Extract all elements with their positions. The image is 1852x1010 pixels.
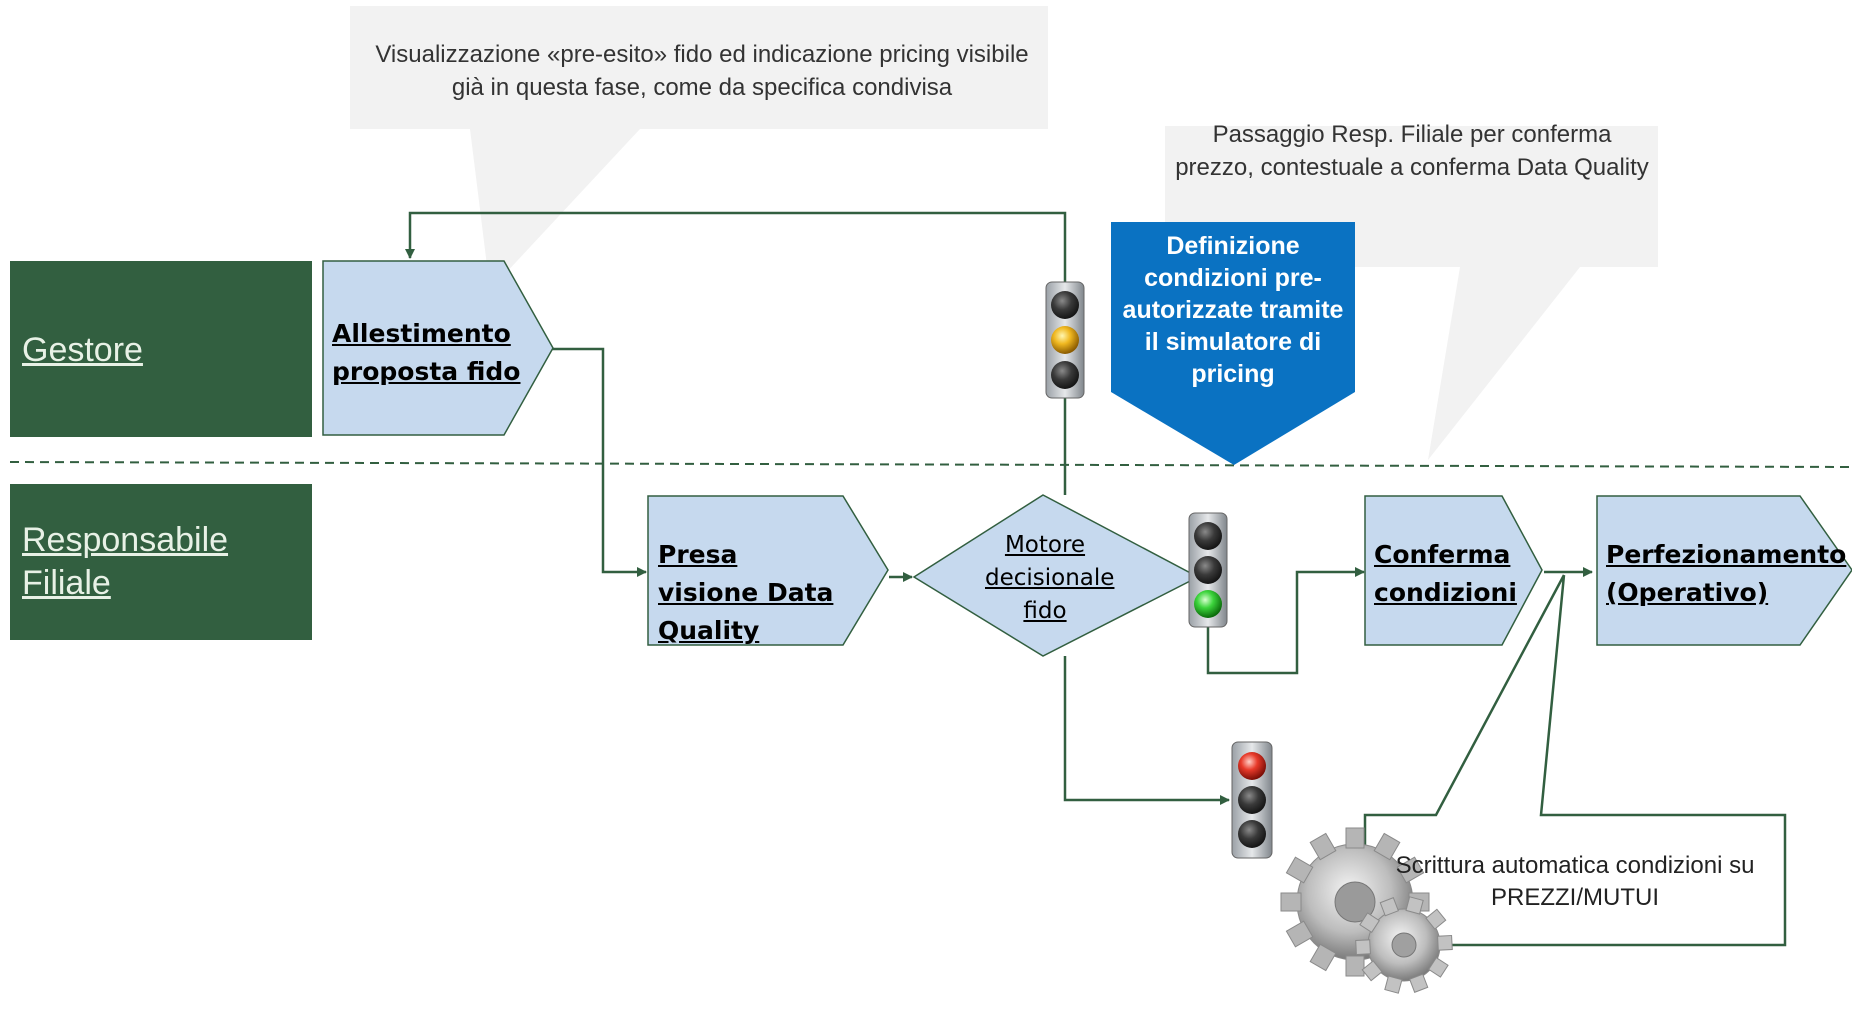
connector-motore-red [1063, 656, 1230, 805]
callout-pre-esito-bg [350, 6, 1048, 290]
step-allestimento: Allestimento proposta fido [332, 319, 521, 386]
shape-allestimento [322, 260, 554, 436]
shape-perfezionamento [1596, 495, 1852, 646]
note-pointer [1363, 574, 1787, 947]
note-scrittura: Scrittura automatica condizioni su PREZZ… [1395, 852, 1755, 911]
step-perfezionamento: Perfezionamento (Operativo) [1606, 540, 1847, 607]
gears-icon [1280, 827, 1453, 994]
callout-definizione-bg [1111, 222, 1355, 465]
callout-passaggio: Passaggio Resp. Filiale per conferma pre… [1175, 121, 1649, 181]
connector-allestimento-presa [552, 347, 647, 577]
traffic-light-bottom-icon [1231, 741, 1273, 859]
step-conferma: Conferma condizioni [1374, 540, 1517, 607]
callout-passaggio-bg [1165, 126, 1658, 460]
lane-separator [9, 461, 1852, 468]
lane-gestore: Gestore [10, 261, 312, 437]
traffic-light-right-icon [1188, 512, 1228, 628]
traffic-light-top-icon [1045, 281, 1085, 399]
shape-motore [912, 494, 1200, 657]
callout-pre-esito: Visualizzazione «pre-esito» fido ed indi… [375, 41, 1029, 101]
step-presa-visione: Presa visione Data Quality [658, 540, 834, 645]
lane-label-gestore: Gestore [22, 331, 143, 369]
connector-green-conferma [1206, 567, 1365, 675]
shape-presa-visione [647, 495, 889, 646]
callout-definizione: Definizione condizioni pre-autorizzate t… [1122, 232, 1344, 388]
lane-label-responsabile: Responsabile Filiale [22, 521, 229, 602]
step-motore: Motore decisionale fido [985, 532, 1115, 624]
lane-responsabile-filiale: Responsabile Filiale [10, 484, 312, 640]
shape-conferma [1364, 495, 1543, 646]
